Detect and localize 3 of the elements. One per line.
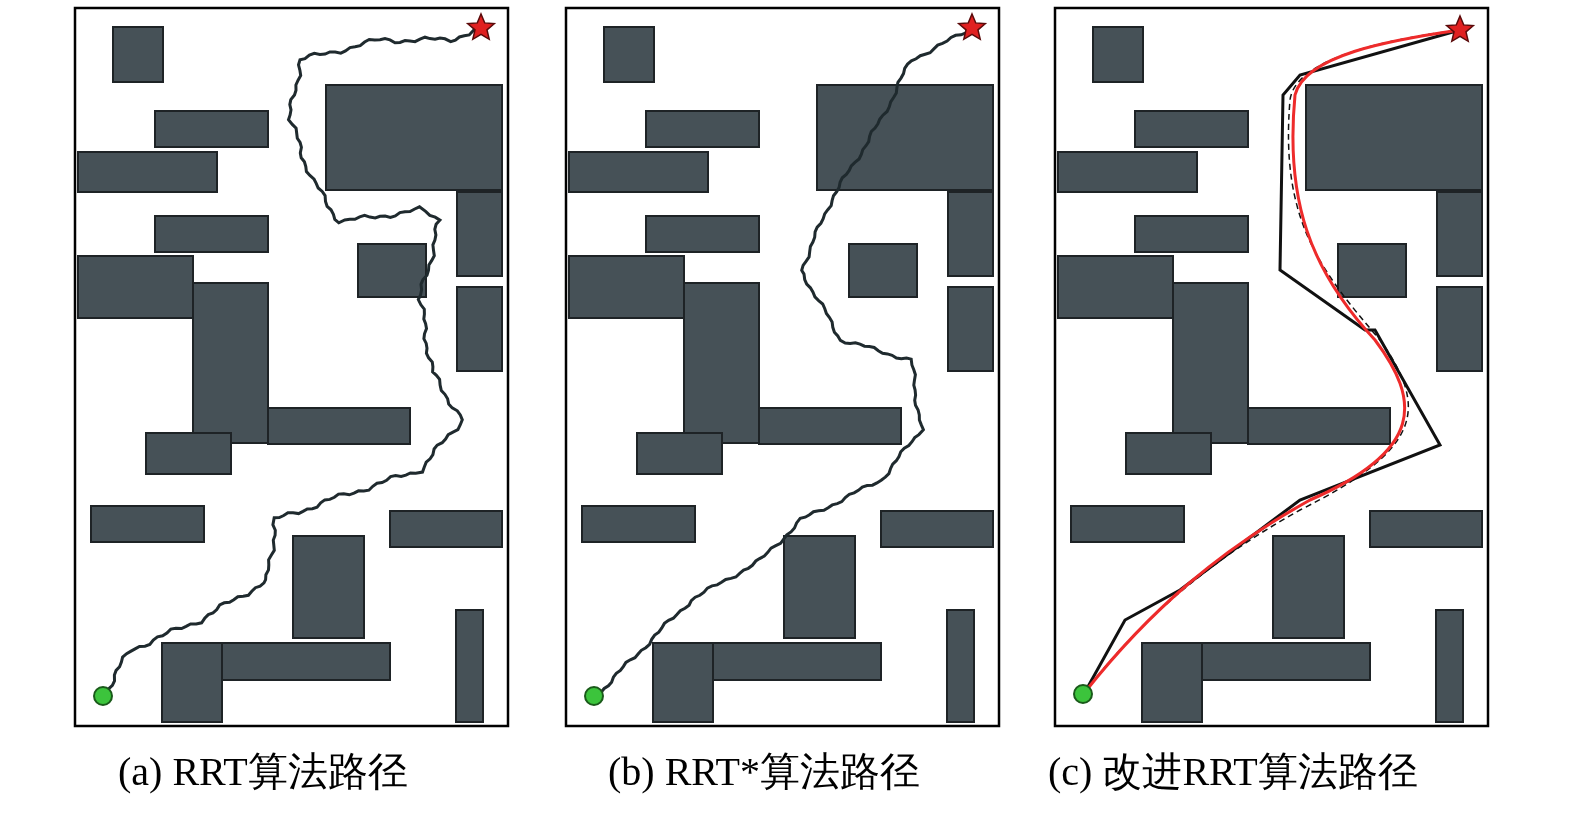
- figure-caption: (a) RRT算法路径: [118, 748, 408, 796]
- figure-caption: (b) RRT*算法路径: [608, 748, 921, 796]
- figure-caption: (c) 改进RRT算法路径: [1048, 748, 1418, 796]
